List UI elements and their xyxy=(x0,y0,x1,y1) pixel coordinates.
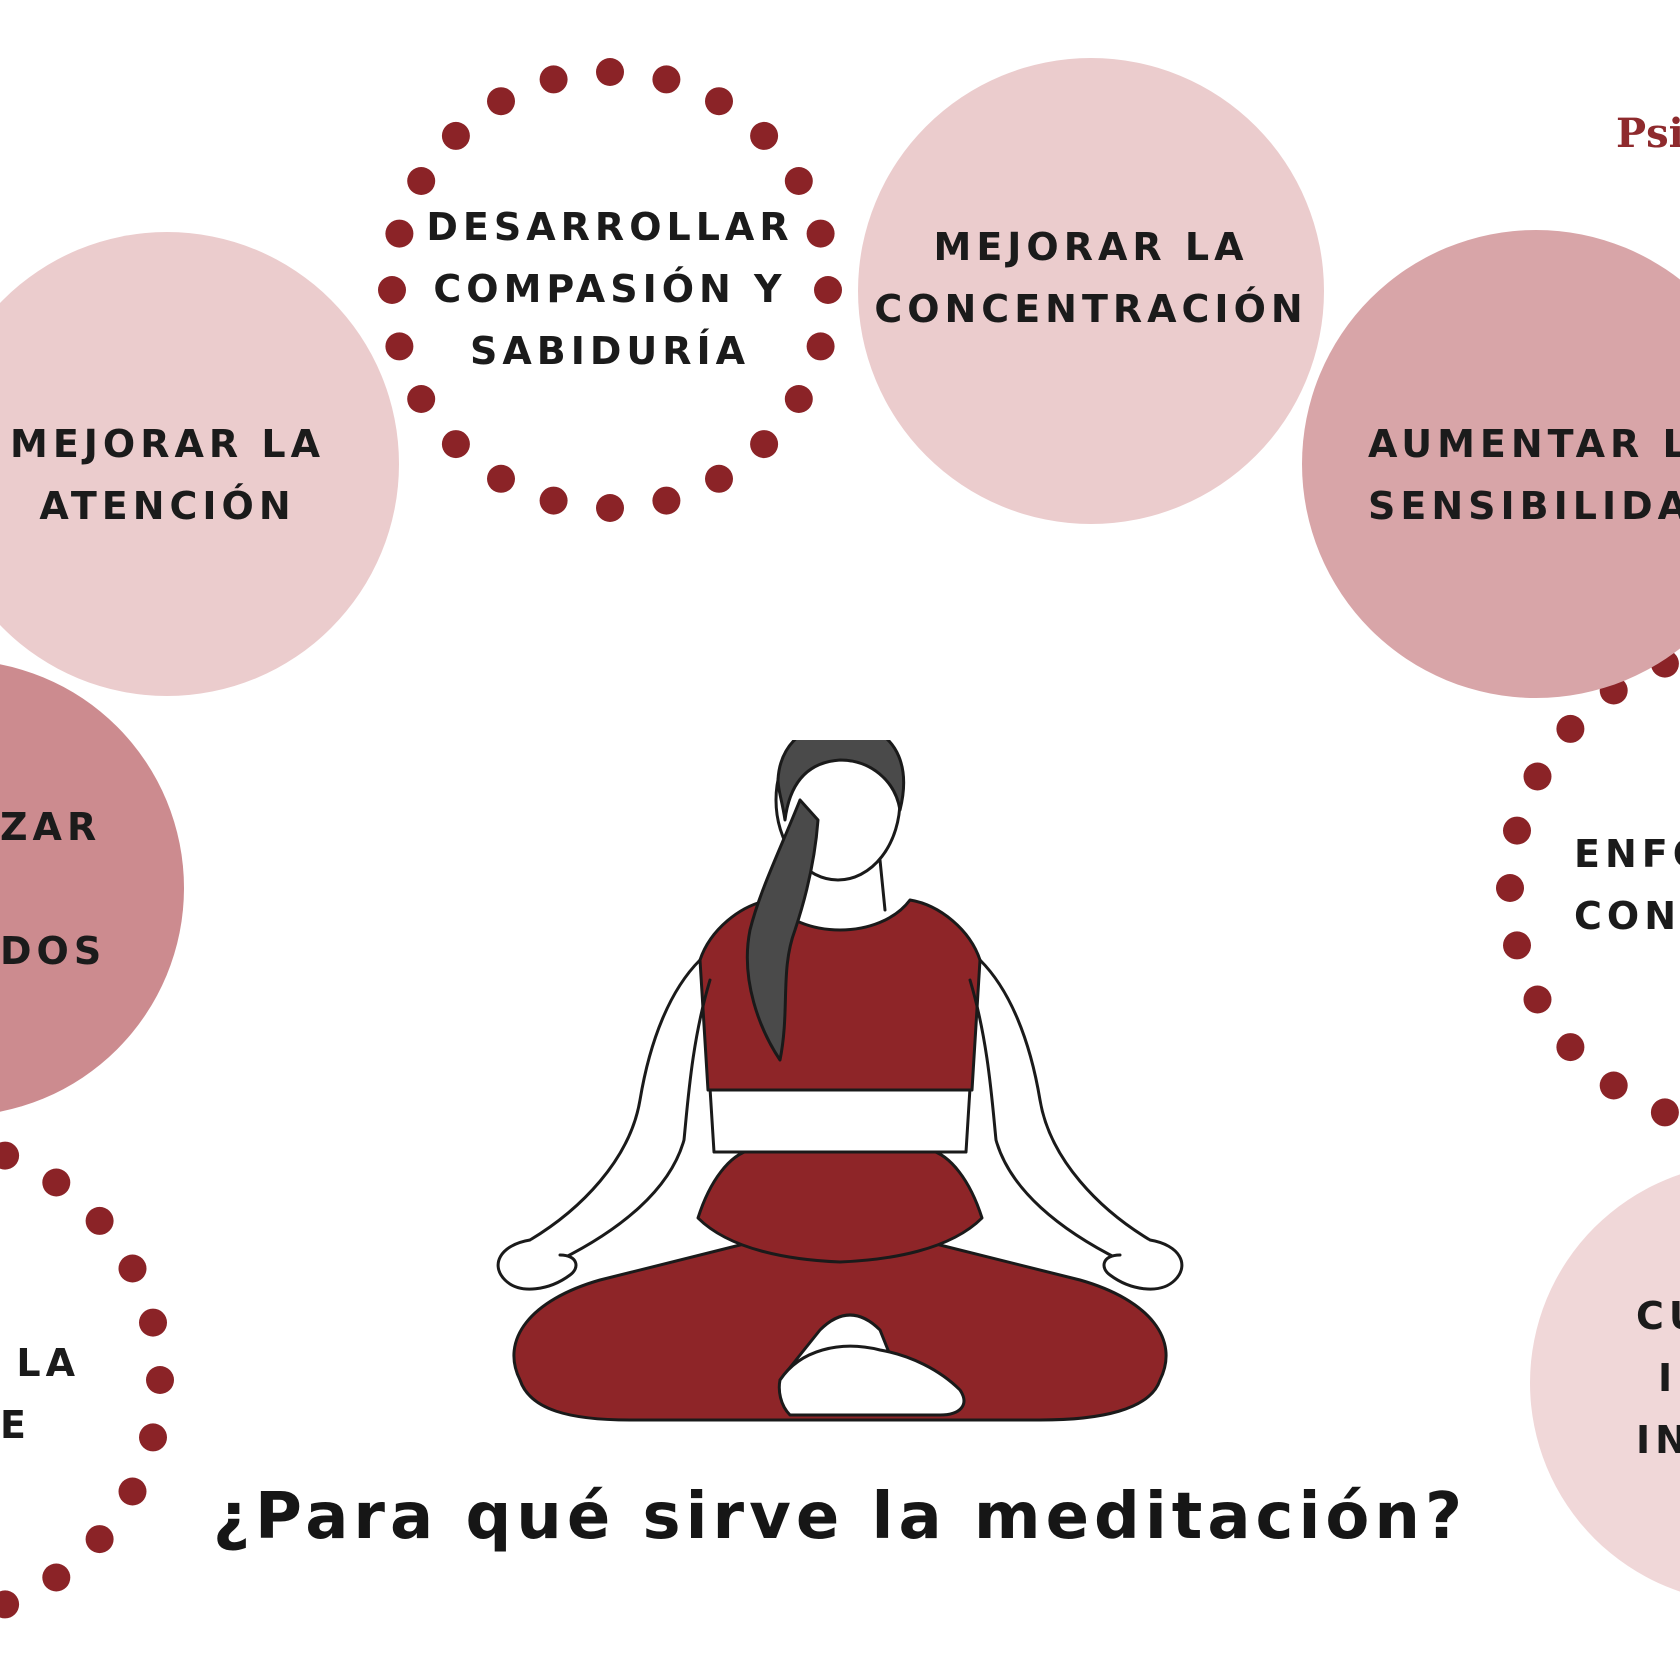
sensitivity-line-2: SENSIBILIDA xyxy=(1368,484,1680,528)
attention-text: MEJORAR LA ATENCIÓN xyxy=(0,413,335,537)
right-bottom-text: CU I IN xyxy=(1636,1285,1680,1471)
concentration-line-2: CONCENTRACIÓN xyxy=(874,287,1308,331)
ring-dot-right-middle xyxy=(1523,985,1552,1014)
compassion-line-3: SABIDURÍA xyxy=(469,329,751,373)
brand-logo-text: Psi xyxy=(1616,110,1680,157)
ring-dot-compassion xyxy=(705,464,733,493)
ring-dot-right-middle xyxy=(1650,1098,1679,1127)
ring-dot-left-bottom xyxy=(118,1477,147,1506)
ring-dot-compassion xyxy=(784,385,813,413)
compassion-line-1: DESARROLLAR xyxy=(426,205,794,249)
left-bottom-line-1: LA xyxy=(16,1341,80,1385)
ring-dot-compassion xyxy=(407,167,436,195)
ring-dot-compassion xyxy=(539,486,568,515)
sensitivity-line-1: AUMENTAR L xyxy=(1368,422,1680,466)
ring-dot-left-bottom xyxy=(42,1563,71,1592)
right-middle-line-2: CON xyxy=(1574,894,1680,938)
ring-dot-compassion xyxy=(385,219,414,248)
ring-dot-compassion xyxy=(705,87,733,116)
ring-dot-compassion xyxy=(407,385,436,413)
ring-dot-right-middle xyxy=(1556,714,1585,743)
ring-dot-compassion xyxy=(806,219,835,248)
sensitivity-text: AUMENTAR L SENSIBILIDA xyxy=(1368,413,1680,537)
ring-dot-right-middle xyxy=(1523,762,1552,791)
right-middle-line-1: ENFO xyxy=(1574,832,1680,876)
ring-dot-left-bottom xyxy=(146,1366,174,1394)
ring-dot-compassion xyxy=(441,121,470,150)
left-middle-line-2 xyxy=(0,858,80,920)
ring-dot-compassion xyxy=(750,430,779,459)
ring-dot-left-bottom xyxy=(0,1590,20,1619)
ring-dot-left-bottom xyxy=(85,1525,114,1554)
ring-dot-compassion xyxy=(539,65,568,94)
ring-dot-left-bottom xyxy=(118,1254,147,1283)
ring-dot-compassion xyxy=(385,332,414,361)
ring-dot-right-middle xyxy=(1599,1071,1628,1100)
ring-dot-left-bottom xyxy=(139,1308,167,1337)
ring-dot-compassion xyxy=(596,494,624,522)
ring-dot-right-middle xyxy=(1503,931,1531,960)
ring-dot-right-middle xyxy=(1503,816,1531,845)
concentration-text: MEJORAR LA CONCENTRACIÓN xyxy=(858,216,1324,340)
compassion-text: DESARROLLAR COMPASIÓN Y SABIDURÍA xyxy=(400,196,820,382)
ring-dot-left-bottom xyxy=(0,1141,20,1170)
ring-dot-compassion xyxy=(487,464,515,493)
ring-dot-compassion xyxy=(750,121,779,150)
ring-dot-compassion xyxy=(652,486,681,515)
ring-dot-compassion xyxy=(814,276,842,304)
left-middle-text: ZAR DOS xyxy=(0,796,107,982)
concentration-line-1: MEJORAR LA xyxy=(933,225,1249,269)
bubble-sensitivity xyxy=(1302,230,1680,698)
left-bottom-line-2: E xyxy=(0,1403,31,1447)
right-middle-text: ENFO CON xyxy=(1574,823,1680,947)
ring-dot-compassion xyxy=(378,276,406,304)
compassion-line-2: COMPASIÓN Y xyxy=(433,267,787,311)
meditating-woman-icon xyxy=(496,740,1184,1422)
ring-dot-compassion xyxy=(487,87,515,116)
ring-dot-compassion xyxy=(441,430,470,459)
attention-line-1: MEJORAR LA xyxy=(10,422,325,466)
ring-dot-left-bottom xyxy=(139,1423,167,1452)
left-middle-line-1: ZAR xyxy=(0,805,102,849)
main-title: ¿Para qué sirve la meditación? xyxy=(212,1480,1468,1554)
right-bottom-line-2: I xyxy=(1658,1356,1678,1400)
ring-dot-left-bottom xyxy=(85,1206,114,1235)
bubble-attention xyxy=(0,232,399,696)
ring-dot-compassion xyxy=(596,58,624,86)
ring-dot-compassion xyxy=(806,332,835,361)
right-bottom-line-1: CU xyxy=(1636,1294,1680,1338)
ring-dot-right-middle xyxy=(1496,874,1524,902)
ring-dot-compassion xyxy=(784,167,813,195)
left-middle-line-3: DOS xyxy=(0,929,107,973)
ring-dot-left-bottom xyxy=(42,1168,71,1197)
bubble-concentration xyxy=(858,58,1324,524)
ring-dot-right-middle xyxy=(1556,1033,1585,1062)
ring-dot-compassion xyxy=(652,65,681,94)
left-bottom-text: LA E xyxy=(0,1332,80,1456)
attention-line-2: ATENCIÓN xyxy=(39,484,296,528)
right-bottom-line-3: IN xyxy=(1636,1418,1680,1462)
